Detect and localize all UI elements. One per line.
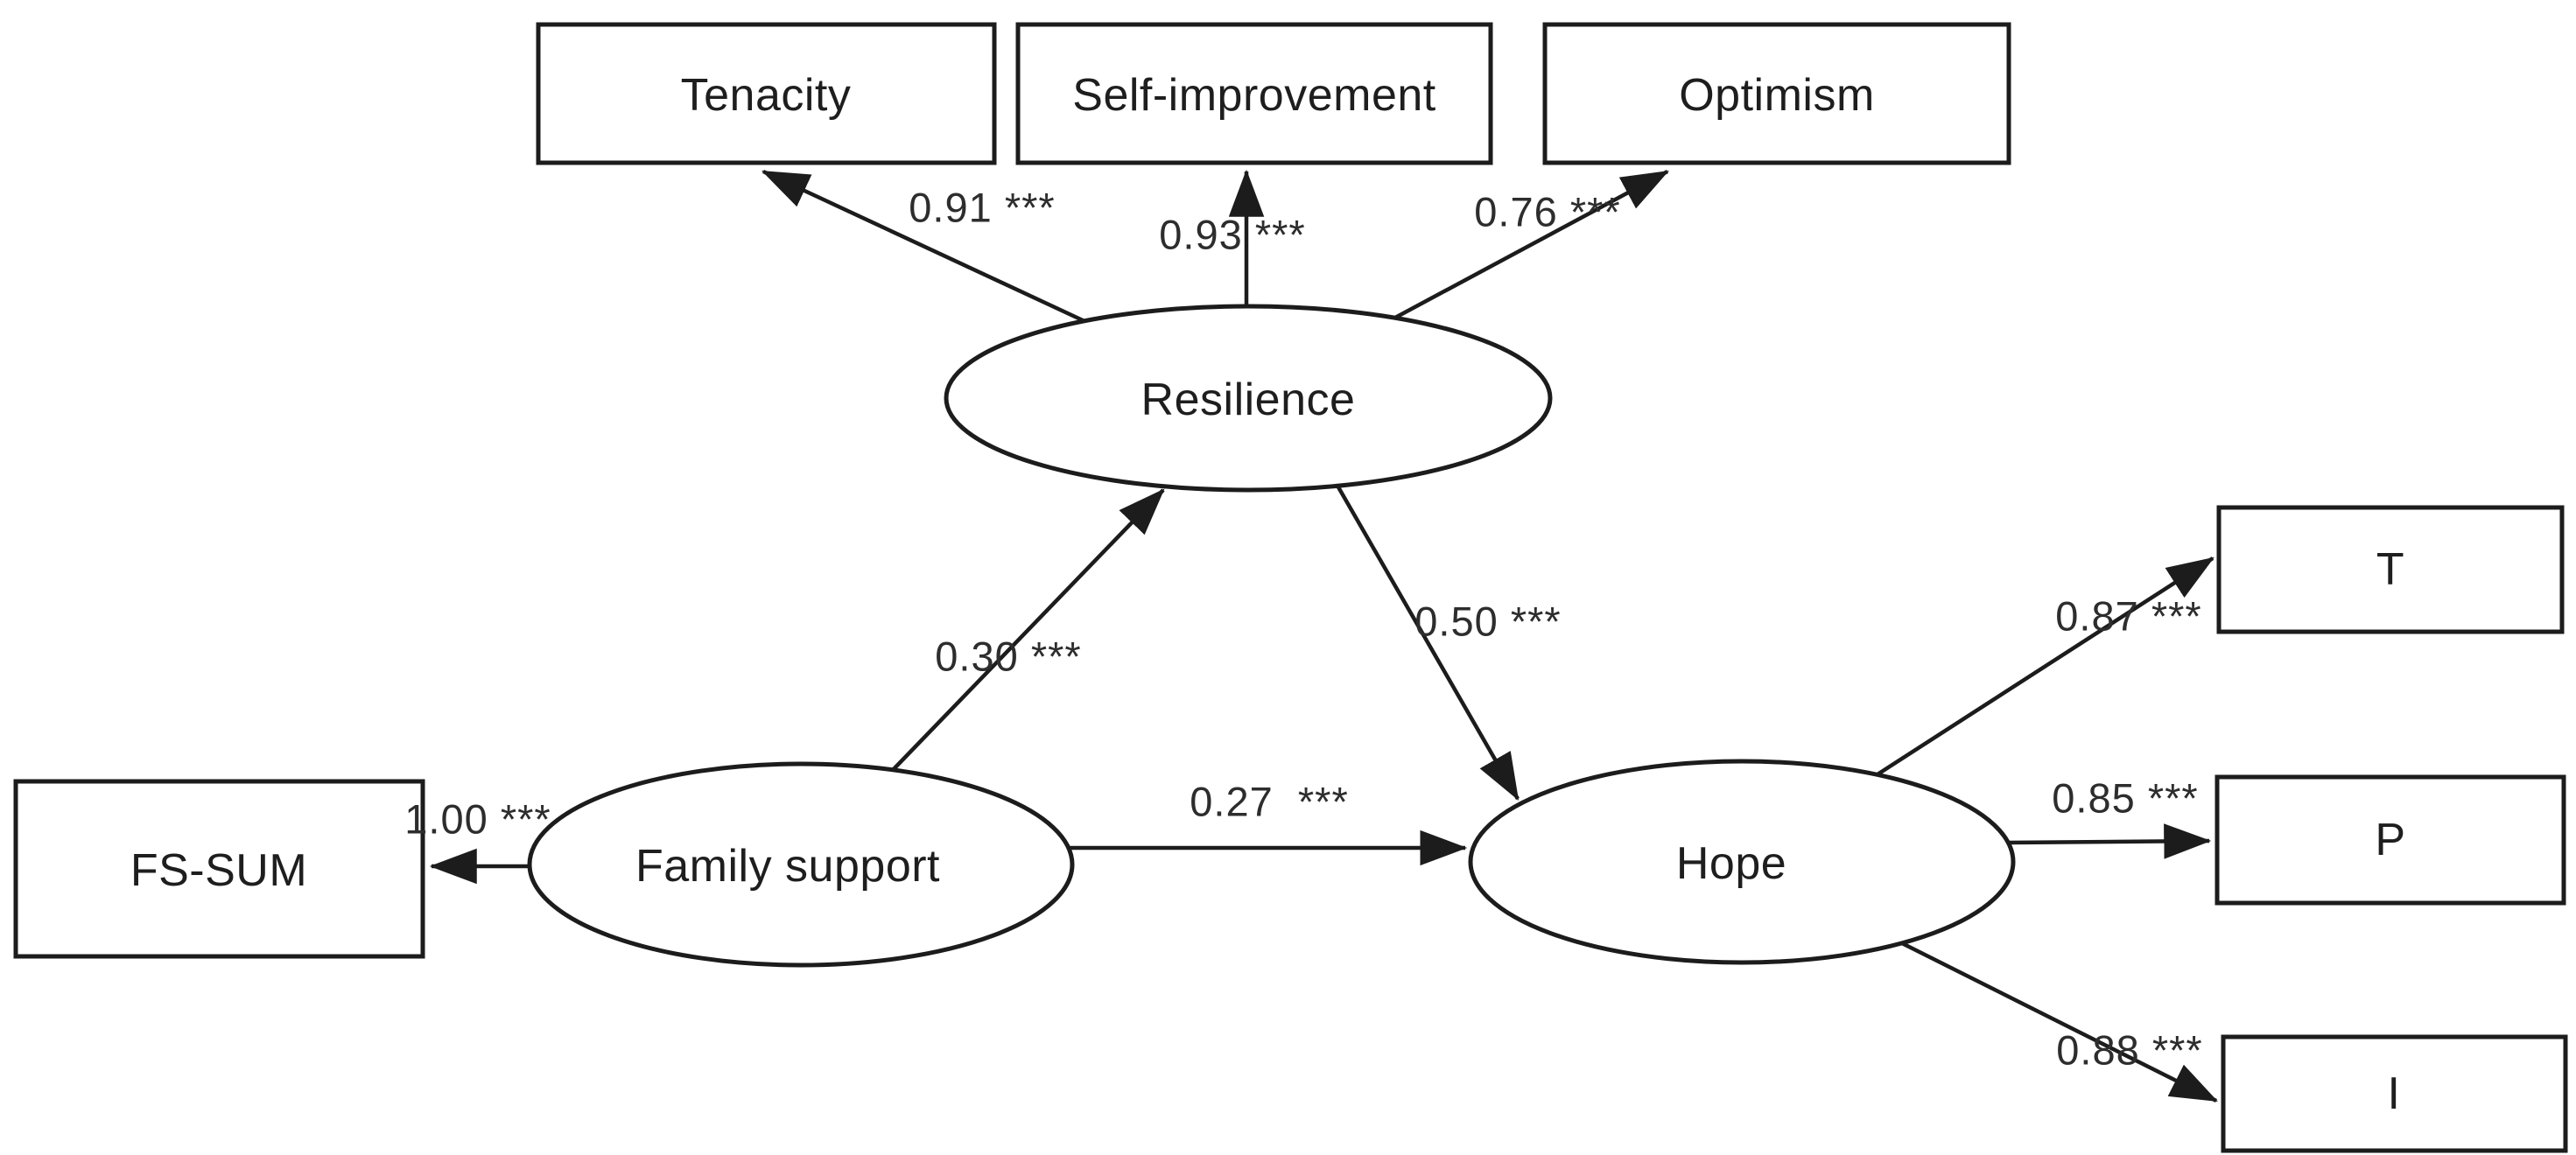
optimism-label: Optimism	[1679, 70, 1875, 121]
coef-family-support-resilience: 0.30 ***	[935, 633, 1082, 680]
coef-family-support-fs-sum: 1.00 ***	[404, 795, 551, 843]
coef-hope-t: 0.87 ***	[2055, 592, 2202, 640]
path-hope-to-p	[2007, 823, 2212, 859]
p-box	[2215, 774, 2566, 906]
coef-hope-p: 0.85 ***	[2052, 774, 2199, 822]
path-hope-to-t	[1876, 556, 2215, 776]
coef-resilience-optimism: 0.76 ***	[1474, 188, 1621, 235]
coef-resilience-tenacity: 0.91 ***	[909, 184, 1056, 231]
coef-family-support-hope: 0.27 ***	[1190, 778, 1349, 825]
path-resilience-to-hope	[1336, 484, 1520, 801]
i-box	[2221, 1034, 2568, 1153]
hope-label: Hope	[1675, 838, 1787, 889]
path-resilience-to-tenacity	[761, 169, 1085, 324]
coef-resilience-hope: 0.50 ***	[1414, 598, 1562, 645]
fs-sum-box	[13, 779, 425, 959]
t-box	[2216, 505, 2565, 634]
hope-ellipse	[1468, 759, 2016, 965]
fs-sum-label: FS-SUM	[130, 845, 308, 896]
t-label: T	[2376, 544, 2405, 595]
path-family-support-to-resilience	[891, 488, 1165, 772]
path-resilience-to-optimism	[1393, 170, 1669, 319]
family-support-ellipse	[527, 761, 1075, 968]
path-hope-to-i	[1900, 941, 2219, 1103]
tenacity-label: Tenacity	[680, 70, 852, 121]
i-label: I	[2387, 1068, 2401, 1119]
tenacity-box	[536, 22, 997, 165]
resilience-ellipse	[944, 304, 1553, 493]
family-support-label: Family support	[635, 841, 940, 892]
self-improvement-label: Self-improvement	[1072, 70, 1436, 121]
coef-hope-i: 0.88 ***	[2056, 1026, 2203, 1074]
p-label: P	[2375, 815, 2406, 865]
resilience-label: Resilience	[1141, 374, 1356, 425]
optimism-box	[1542, 22, 2011, 165]
self-improvement-box	[1015, 22, 1493, 165]
coef-resilience-self-improvement: 0.93 ***	[1159, 211, 1306, 258]
